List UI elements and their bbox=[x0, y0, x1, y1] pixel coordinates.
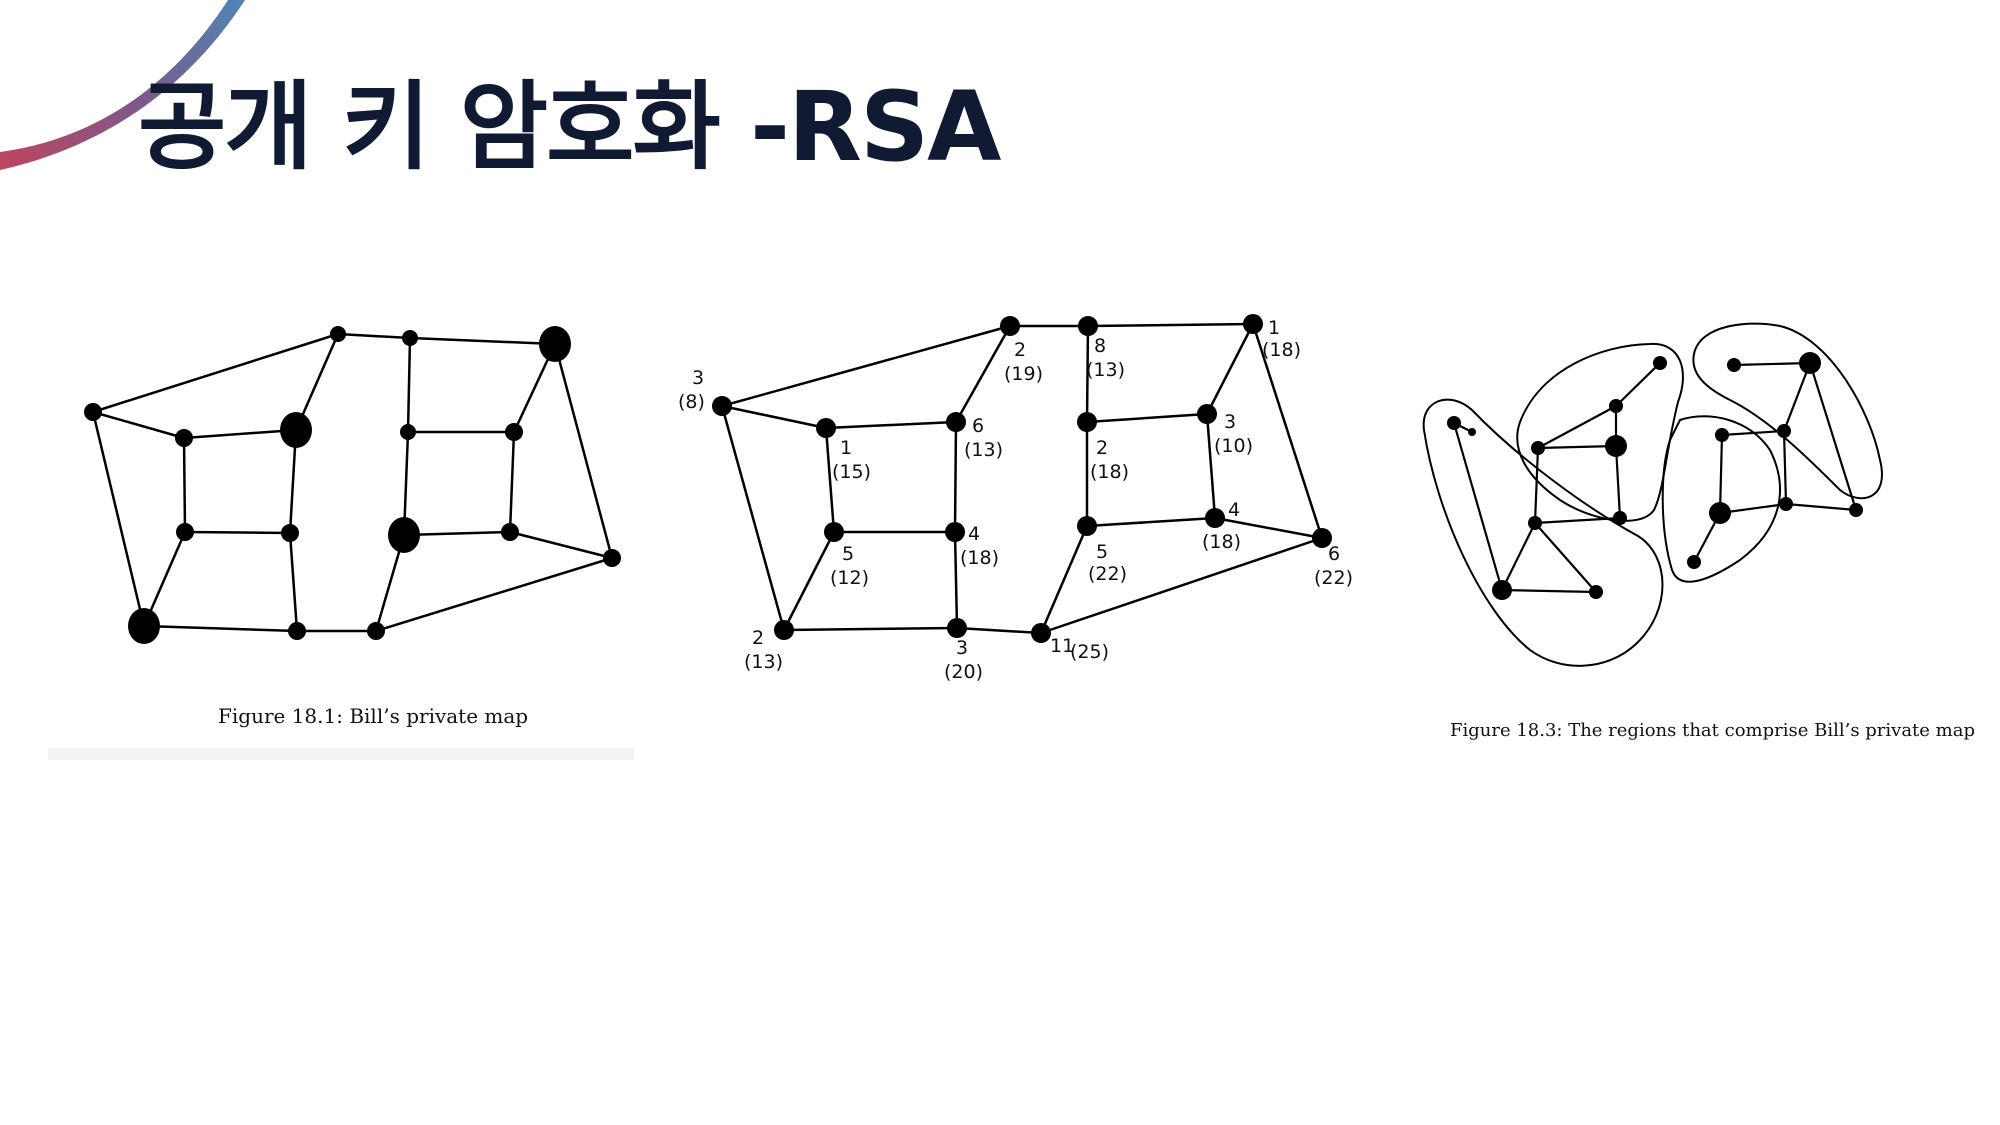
label-value: 6 bbox=[972, 415, 984, 437]
label-value: 3 bbox=[692, 367, 704, 389]
label-value: 5 bbox=[842, 543, 854, 565]
label-value: 6 bbox=[1328, 543, 1340, 565]
label-value: 2 bbox=[1096, 437, 1108, 459]
label-sub: (20) bbox=[944, 661, 983, 683]
figure-3-regions-map: Figure 18.3: The regions that comprise B… bbox=[1410, 310, 1975, 750]
label-sub: (19) bbox=[1004, 363, 1043, 385]
figure-1-private-map: Figure 18.1: Bill’s private map bbox=[48, 300, 634, 760]
figure-3-graph bbox=[1422, 322, 1883, 667]
label-sub: (18) bbox=[1202, 531, 1241, 553]
label-sub: (25) bbox=[1070, 641, 1109, 663]
label-value: 8 bbox=[1094, 335, 1106, 357]
label-value: 2 bbox=[752, 627, 764, 649]
label-sub: (22) bbox=[1314, 567, 1353, 589]
label-sub: (22) bbox=[1088, 563, 1127, 585]
label-value: 5 bbox=[1096, 541, 1108, 563]
label-value: 1 bbox=[1268, 317, 1280, 339]
label-value: 4 bbox=[968, 523, 980, 545]
label-sub: (18) bbox=[960, 547, 999, 569]
figure-3-caption: Figure 18.3: The regions that comprise B… bbox=[1450, 720, 1975, 741]
label-sub: (18) bbox=[1262, 339, 1301, 361]
label-sub: (13) bbox=[744, 651, 783, 673]
label-value: 2 bbox=[1014, 339, 1026, 361]
figure-2-graph: 3 (8) 2 (19) 8 (13) 1 (18) 1 (15) 6 (13)… bbox=[678, 314, 1353, 683]
slide-title: 공개 키 암호화 -RSA bbox=[138, 71, 1001, 183]
label-sub: (10) bbox=[1214, 435, 1253, 457]
corner-accent-arc bbox=[0, 0, 245, 170]
figure-1-caption: Figure 18.1: Bill’s private map bbox=[218, 704, 529, 728]
label-sub: (15) bbox=[832, 461, 871, 483]
label-sub: (13) bbox=[1086, 359, 1125, 381]
label-value: 11 bbox=[1050, 635, 1074, 657]
figure-2-labeled-map: 3 (8) 2 (19) 8 (13) 1 (18) 1 (15) 6 (13)… bbox=[664, 296, 1364, 706]
figure-1-bottom-band bbox=[48, 748, 634, 760]
label-sub: (13) bbox=[964, 439, 1003, 461]
label-value: 3 bbox=[1224, 411, 1236, 433]
label-value: 3 bbox=[956, 637, 968, 659]
label-sub: (18) bbox=[1090, 461, 1129, 483]
label-value: 1 bbox=[840, 437, 852, 459]
label-sub: (8) bbox=[678, 391, 705, 413]
label-sub: (12) bbox=[830, 567, 869, 589]
label-value: 4 bbox=[1228, 499, 1240, 521]
figure-1-graph bbox=[84, 326, 621, 644]
